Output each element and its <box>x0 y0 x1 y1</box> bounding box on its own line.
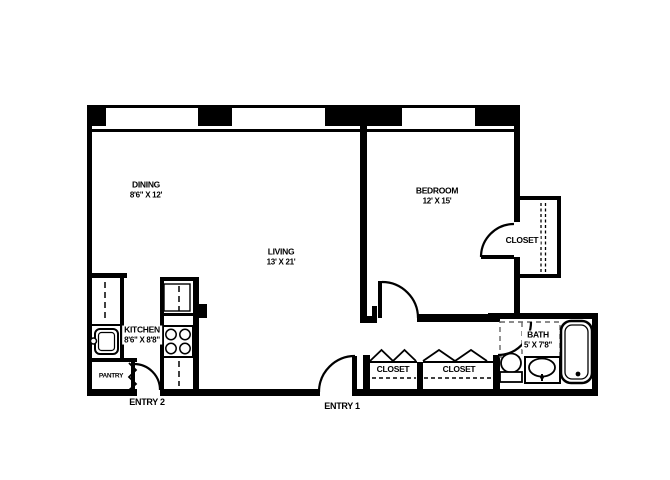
bedroom-door <box>378 280 420 319</box>
room-label-kitchen: KITCHEN 8'6" X 8'8" <box>122 324 162 345</box>
wall-segment <box>514 126 520 222</box>
window-outer-line <box>232 105 325 108</box>
burner-icon <box>165 342 177 355</box>
hall-closet-bifold-doors <box>369 348 488 363</box>
room-label-entry-2: ENTRY 2 <box>127 396 167 408</box>
bath-door <box>497 321 533 357</box>
room-name: BEDROOM <box>415 185 459 196</box>
counter-cap <box>160 277 199 281</box>
room-label-living: LIVING 13' X 21' <box>264 246 298 267</box>
room-name: LIVING <box>267 246 295 257</box>
room-dims: 8'6" X 8'8" <box>124 335 160 345</box>
kitchen-sink-basin <box>97 331 116 352</box>
room-label-hall-closet-2: CLOSET <box>440 364 478 375</box>
wall-segment <box>518 274 560 278</box>
entry-2-door <box>131 362 162 391</box>
room-label-dining: DINING 8'6" X 12' <box>127 179 165 200</box>
wall-segment <box>514 257 520 315</box>
refrigerator <box>199 304 207 318</box>
wall-segment <box>557 196 561 278</box>
kitchen-fixtures <box>89 283 194 358</box>
wall-segment <box>493 355 500 393</box>
room-label-bedroom-closet: CLOSET <box>503 235 541 246</box>
wall-segment <box>592 313 598 396</box>
toilet-bowl <box>500 352 522 374</box>
closet-shelves <box>540 203 547 272</box>
wall-segment <box>367 316 377 323</box>
room-dims: 13' X 21' <box>266 257 296 267</box>
faucet-icon <box>540 375 544 379</box>
burner-icon <box>165 328 177 341</box>
counter-dashed-lines <box>104 282 180 386</box>
room-dims: 8'6" X 12' <box>129 190 163 200</box>
room-label-hall-closet-1: CLOSET <box>374 364 412 375</box>
counter-divider <box>90 324 124 326</box>
room-label-bath: BATH 5' X 7'8" <box>521 329 555 350</box>
wall-segment <box>475 105 520 126</box>
room-label-bedroom: BEDROOM 12' X 15' <box>413 185 461 206</box>
wall-segment <box>417 362 423 389</box>
room-dims: 5' X 7'8" <box>523 340 553 350</box>
doors <box>127 222 533 393</box>
burner-icon <box>179 328 191 341</box>
wall-segment <box>160 389 320 396</box>
counter-edge <box>120 278 124 362</box>
room-name: KITCHEN <box>124 324 160 335</box>
entry-1-door <box>317 354 357 393</box>
wall-segment <box>360 126 367 323</box>
room-label-pantry: PANTRY <box>96 372 126 380</box>
wall-segment <box>198 105 232 126</box>
wall-segment <box>193 277 199 389</box>
bathtub-inner <box>564 324 589 380</box>
wall-segment <box>363 355 370 389</box>
wall-inner-line <box>87 129 520 132</box>
room-label-entry-1: ENTRY 1 <box>322 400 362 412</box>
wall-segment <box>352 389 598 396</box>
wall-segment <box>87 105 92 396</box>
wall-segment <box>325 105 402 126</box>
toilet-tank <box>499 371 523 383</box>
room-dims: 12' X 15' <box>422 196 452 206</box>
door-leaf <box>378 281 382 318</box>
wall-segment <box>372 306 377 318</box>
exterior-walls <box>87 105 598 396</box>
faucet-icon <box>89 337 98 345</box>
wall-segment <box>87 389 137 396</box>
refrigerator <box>163 283 191 312</box>
door-swing-arc <box>479 222 515 258</box>
counter-divider <box>164 313 193 316</box>
bathtub <box>559 319 594 385</box>
door-swing-arc <box>497 321 533 357</box>
door-leaf <box>481 255 514 259</box>
pantry-bifold-door <box>127 362 138 391</box>
room-name: BATH <box>527 329 549 340</box>
window-outer-line <box>402 105 476 108</box>
bifold-zigzag <box>369 348 417 363</box>
closet-front-line <box>423 361 493 363</box>
door-swing-arc <box>381 280 420 319</box>
closet-front-line <box>370 361 417 363</box>
bifold-zigzag <box>127 362 138 391</box>
door-swing-arc <box>317 354 356 393</box>
bedroom-closet-door <box>479 222 515 259</box>
window-outer-line <box>104 105 200 108</box>
counter-cap <box>87 273 127 278</box>
bifold-zigzag <box>422 348 488 363</box>
door-leaf <box>352 356 357 392</box>
burner-icon <box>179 342 191 355</box>
wall-segment <box>417 314 495 322</box>
bath-fixtures <box>499 319 594 385</box>
door-swing-arc <box>133 362 162 391</box>
wall-segment <box>488 313 598 319</box>
door-leaf <box>131 362 135 390</box>
room-name: DINING <box>132 179 160 190</box>
interior-walls <box>87 126 495 389</box>
wall-segment <box>493 313 500 322</box>
bathtub-drain <box>575 371 581 377</box>
wall-segment <box>518 196 560 200</box>
wall-segment <box>92 358 137 362</box>
